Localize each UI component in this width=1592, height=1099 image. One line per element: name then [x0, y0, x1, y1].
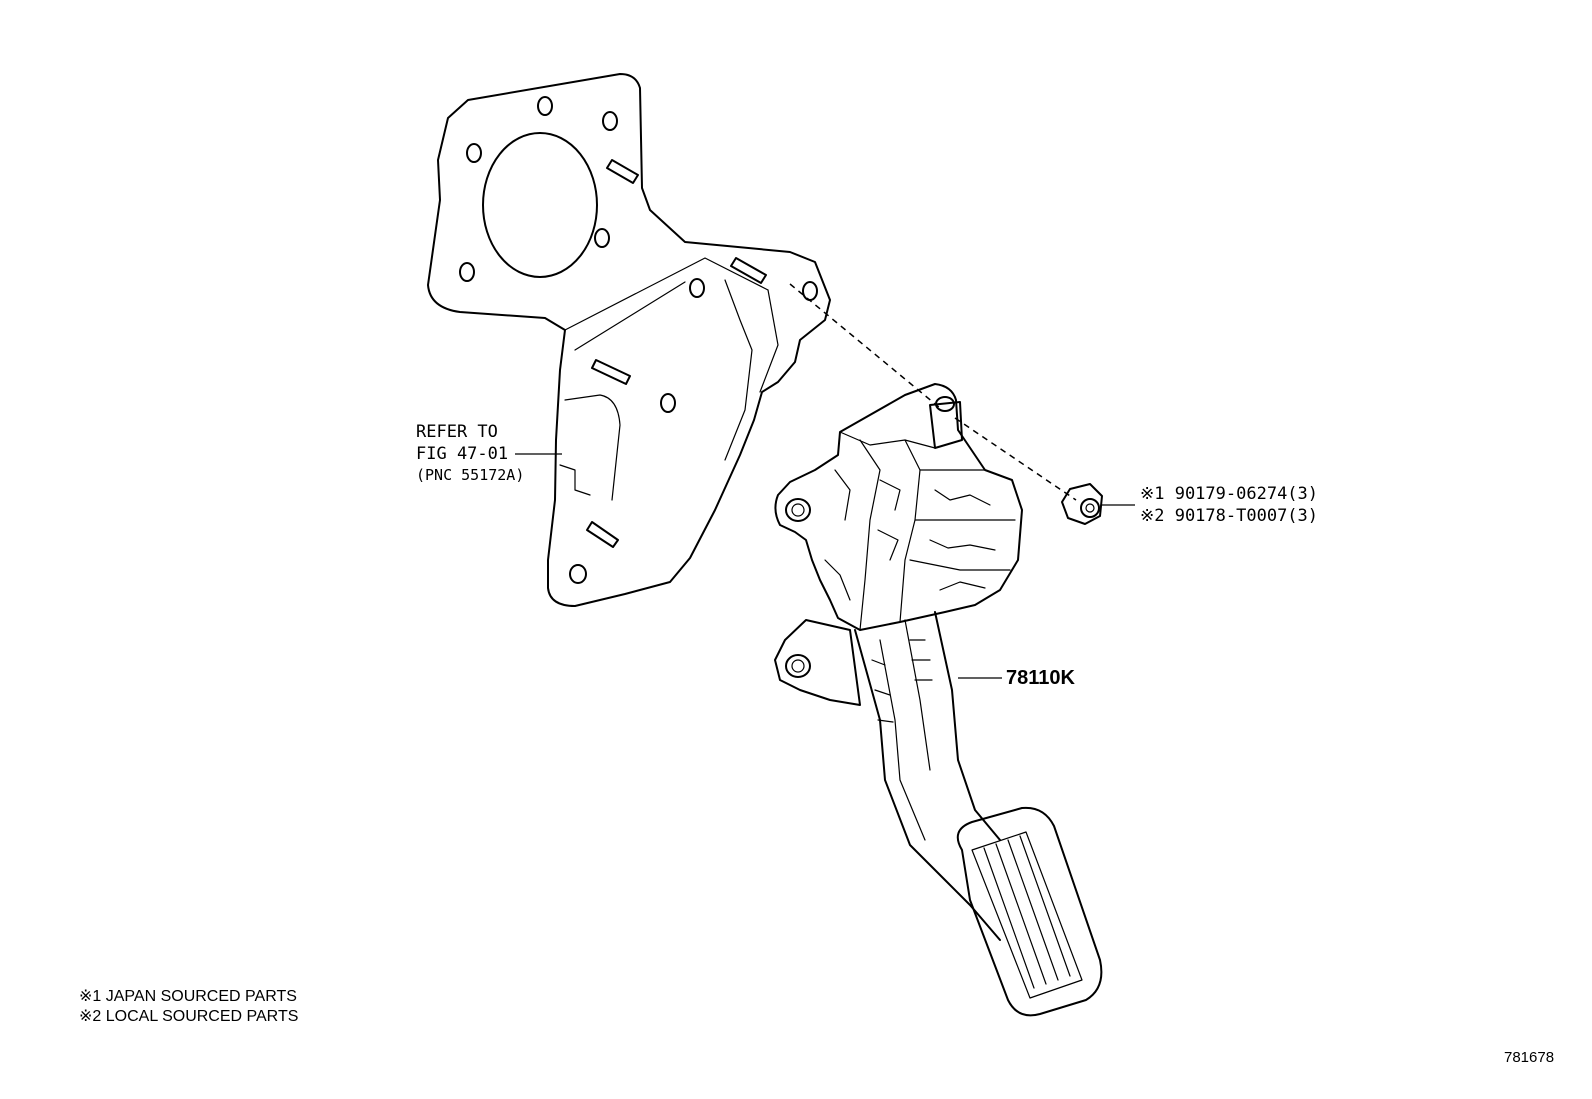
refer-callout-line3: (PNC 55172A) [416, 466, 525, 484]
illustration-number: 781678 [1504, 1049, 1555, 1066]
accelerator-pedal-assembly [774, 383, 1103, 1017]
alignment-dashline-lower [954, 417, 1077, 501]
nut-part-number-1: ※1 90179-06274(3) [1140, 484, 1319, 504]
pedal-part-number: 78110K [1006, 667, 1075, 689]
nut-part-number-2: ※2 90178-T0007(3) [1140, 506, 1319, 526]
legend-note-japan: ※1 JAPAN SOURCED PARTS [79, 988, 297, 1005]
refer-callout-line1: REFER TO [416, 422, 498, 442]
mounting-bracket [427, 73, 831, 607]
legend-note-local: ※2 LOCAL SOURCED PARTS [79, 1008, 299, 1025]
flange-nut [1061, 483, 1103, 525]
refer-callout-line2: FIG 47-01 [416, 444, 509, 464]
